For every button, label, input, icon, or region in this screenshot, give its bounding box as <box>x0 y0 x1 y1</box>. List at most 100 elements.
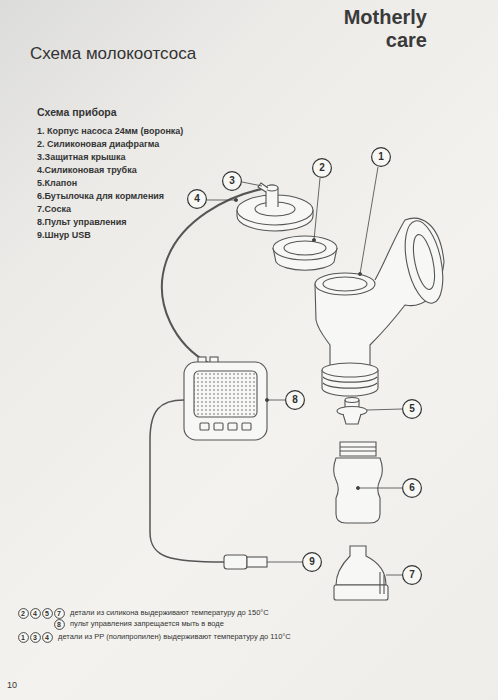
callout-text: 2 <box>18 608 29 619</box>
callout-circle <box>303 553 322 572</box>
leader-line <box>360 167 378 274</box>
cover-inner <box>284 241 326 255</box>
funnel-flare <box>399 217 450 306</box>
page-title: Схема молокоотсоса <box>30 44 196 64</box>
valve-top <box>345 398 359 403</box>
callout-text: 1 <box>18 632 29 643</box>
callout-number: 2 <box>312 158 332 178</box>
callout-text: 4 <box>187 189 207 209</box>
callout-text: 2 <box>312 158 332 178</box>
part-list-item: 7.Соска <box>37 204 71 215</box>
callout-text: 3 <box>30 632 41 643</box>
brand-logo: Motherly care <box>325 6 427 52</box>
part-list-item: 6.Бутылочка для кормления <box>37 191 164 202</box>
callout-circle <box>18 632 28 642</box>
callout-text: 8 <box>54 619 65 630</box>
callout-text: 4 <box>42 632 53 643</box>
callout-circle <box>403 566 422 585</box>
section-heading: Схема прибора <box>37 106 117 119</box>
callout-number: 7 <box>402 565 422 585</box>
unit-button <box>242 423 251 430</box>
unit-button <box>200 423 209 430</box>
leader-dot <box>312 238 315 241</box>
callout-text: 4 <box>30 608 41 619</box>
funnel-collar-top <box>322 363 378 377</box>
callout-text: 7 <box>402 565 422 585</box>
leader-dot <box>358 272 361 275</box>
callout-number: 3 <box>222 171 242 191</box>
part-list-item: 9.Шнур USB <box>37 230 91 241</box>
callout-text: 7 <box>54 608 65 619</box>
callout-circle <box>42 632 52 642</box>
funnel-rim <box>315 273 375 295</box>
callout-circle <box>286 391 305 410</box>
cap-nub <box>258 183 268 192</box>
callout-number: 8 <box>285 390 305 410</box>
funnel-flare-inner <box>409 233 438 292</box>
part-list-item: 8.Пульт управления <box>37 217 126 228</box>
callout-number: 9 <box>302 552 322 572</box>
speaker-grille <box>194 371 257 417</box>
callout-circle <box>313 159 332 178</box>
callout-text: 3 <box>222 171 242 191</box>
callout-circle <box>18 608 28 618</box>
callout-circle <box>403 479 422 498</box>
callout-circle <box>42 608 52 618</box>
part-list-item: 2. Силиконовая диафрагма <box>37 139 159 150</box>
valve-duckbill <box>343 414 361 424</box>
bottle-thread <box>340 447 376 451</box>
callout-text: 9 <box>302 552 322 572</box>
unit-button <box>228 423 237 430</box>
part-list-item: 3.Защитная крышка <box>37 152 126 163</box>
callout-number: 7 <box>54 608 65 619</box>
control-unit <box>184 362 267 440</box>
callout-circle <box>54 608 64 618</box>
care-note: детали из силикона выдерживают температу… <box>70 608 269 617</box>
callout-text: 8 <box>285 390 305 410</box>
care-note: пульт управления запрещается мыть в воде <box>70 619 224 628</box>
usb-cable <box>150 400 224 562</box>
page-number: 10 <box>7 680 17 691</box>
leader-line <box>242 182 262 186</box>
callout-number: 5 <box>42 608 53 619</box>
bottle-body <box>334 458 383 523</box>
callout-number: 6 <box>402 478 422 498</box>
leader-line <box>267 562 302 563</box>
callout-circle <box>223 172 242 191</box>
funnel-rim-inner <box>323 277 367 291</box>
cover-top <box>273 236 337 260</box>
leader-dot <box>234 198 237 201</box>
callout-number: 8 <box>54 619 65 630</box>
callout-circle <box>54 619 64 629</box>
usb-plug <box>224 555 247 569</box>
leader-lines <box>207 167 402 575</box>
callout-text: 1 <box>371 147 391 167</box>
nipple-dome <box>336 546 386 585</box>
bottle-neck <box>340 442 376 456</box>
callout-number: 1 <box>18 632 29 643</box>
callout-number: 3 <box>30 632 41 643</box>
callout-number: 4 <box>30 608 41 619</box>
nipple-mark <box>380 572 384 594</box>
callout-number: 4 <box>42 632 53 643</box>
parts <box>150 183 449 600</box>
callout-number: 1 <box>371 147 391 167</box>
leader-dot <box>265 398 268 401</box>
unit-button <box>214 423 223 430</box>
callout-circle <box>188 190 207 209</box>
collar-thread <box>323 377 377 388</box>
care-note: детали из PP (полипропилен) выдерживают … <box>58 632 291 641</box>
callout-number: 4 <box>187 189 207 209</box>
part-list-item: 4.Силиконовая трубка <box>37 165 137 176</box>
callout-text: 5 <box>402 399 422 419</box>
leader-line <box>267 400 285 401</box>
leader-line <box>314 178 320 240</box>
usb-tip <box>247 557 267 567</box>
callout-circle <box>30 632 40 642</box>
part-list-item: 5.Клапон <box>37 178 77 189</box>
callout-number: 2 <box>18 608 29 619</box>
callout-circle <box>403 400 422 419</box>
callout-text: 5 <box>42 608 53 619</box>
